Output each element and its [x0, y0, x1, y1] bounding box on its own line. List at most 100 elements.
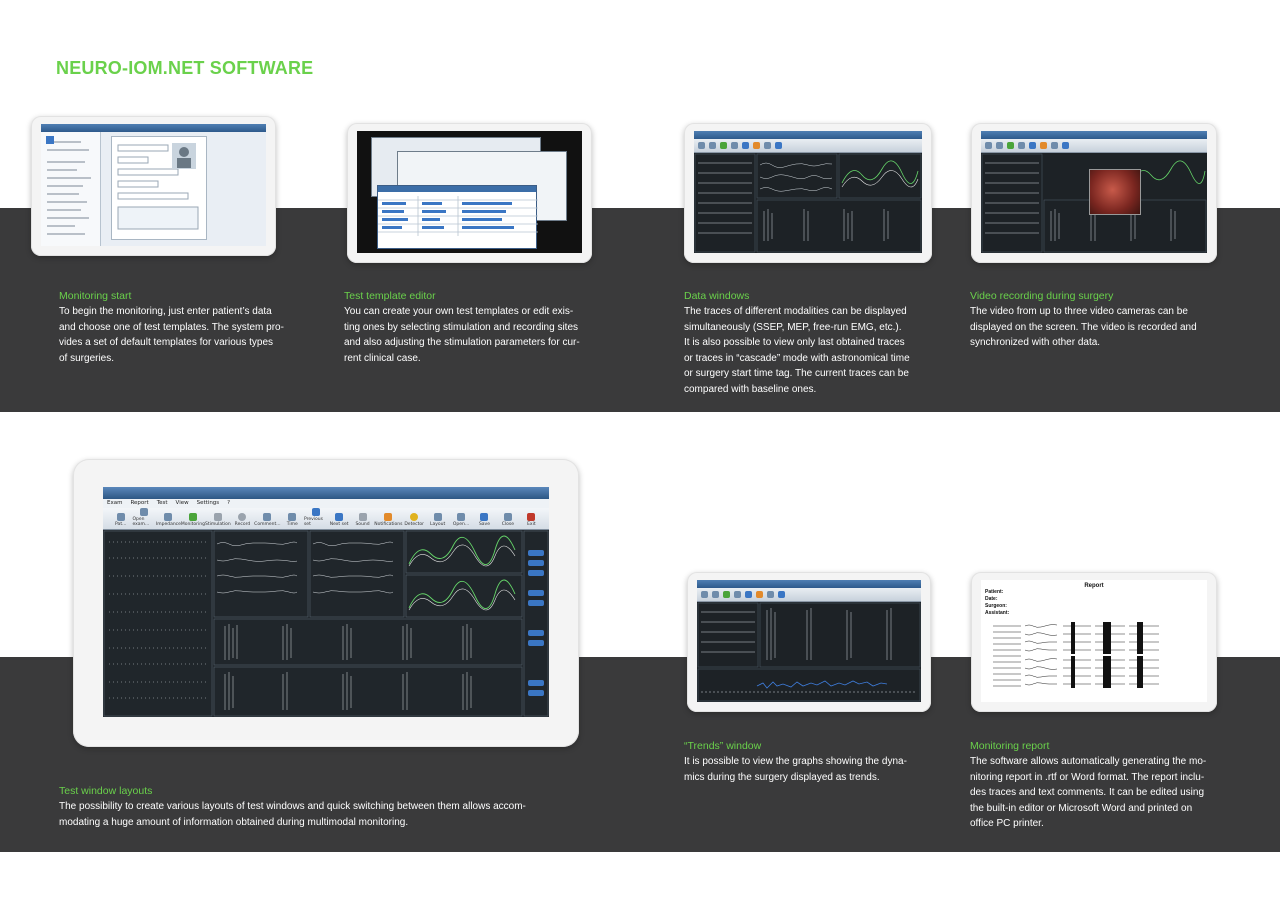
- toolbar-stimulation-button[interactable]: Stimulation: [205, 513, 231, 529]
- dialog-title-bar: [378, 186, 536, 192]
- arrow-icon[interactable]: [742, 142, 749, 149]
- tablet-trends[interactable]: [687, 572, 931, 712]
- caption-heading: “Trends” window: [684, 740, 762, 752]
- menu-help[interactable]: ?: [227, 500, 231, 506]
- menu-exam[interactable]: Exam: [107, 500, 123, 506]
- arrow-icon[interactable]: [745, 591, 752, 598]
- report-field-assistant: Assistant:: [985, 610, 1010, 616]
- caption-line: nitoring report in .rtf or Word format. …: [970, 771, 1205, 783]
- bell-icon[interactable]: [1040, 142, 1047, 149]
- patient-icon[interactable]: [985, 142, 992, 149]
- arrow-down-icon: [335, 513, 344, 521]
- toolbar-layout-button[interactable]: Layout: [426, 513, 449, 529]
- toolbar-label: Open...: [452, 522, 470, 527]
- toolbar-patient-button[interactable]: Pat...: [109, 513, 132, 529]
- caption-heading: Test template editor: [344, 290, 436, 302]
- toolbar-comment-button[interactable]: Comment...: [254, 513, 281, 529]
- template-list-panel: [41, 132, 101, 246]
- caption-line: office PC printer.: [970, 818, 1044, 829]
- patient-icon[interactable]: [698, 142, 705, 149]
- patient-icon[interactable]: [701, 591, 708, 598]
- save-icon[interactable]: [1062, 142, 1069, 149]
- toolbar-monitoring-button[interactable]: Monitoring: [181, 513, 205, 529]
- play-icon[interactable]: [723, 591, 730, 598]
- speaker-icon: [358, 513, 367, 521]
- stop-icon[interactable]: [731, 142, 738, 149]
- tablet-monitoring-start[interactable]: [31, 116, 276, 256]
- layout-icon[interactable]: [1051, 142, 1058, 149]
- caption-video-recording: Video recording during surgery The video…: [970, 290, 1220, 351]
- stimulation-sites-dialog[interactable]: [377, 185, 538, 249]
- toolbar-previous-set-button[interactable]: Previous set: [304, 508, 327, 529]
- video-frame-icon[interactable]: [1089, 169, 1141, 215]
- data-windows-screen: [694, 131, 922, 253]
- stop-icon[interactable]: [1018, 142, 1025, 149]
- toolbar-impedance-button[interactable]: Impedance: [156, 513, 181, 529]
- close-icon: [503, 513, 512, 521]
- report-field-patient: Patient:: [985, 589, 1004, 595]
- menu-test[interactable]: Test: [156, 500, 168, 506]
- open-icon[interactable]: [712, 591, 719, 598]
- toolbar-next-set-button[interactable]: Next set: [327, 513, 350, 529]
- detector-icon: [410, 513, 419, 521]
- save-icon[interactable]: [778, 591, 785, 598]
- video-recording-screen: [981, 131, 1207, 253]
- trends-screen: [697, 580, 921, 702]
- bell-icon[interactable]: [756, 591, 763, 598]
- caption-line: simultaneously (SSEP, MEP, free-run EMG,…: [684, 321, 902, 333]
- patient-data-dialog[interactable]: [111, 136, 207, 240]
- menu-settings[interactable]: Settings: [196, 500, 220, 506]
- toolbar-open-button[interactable]: Open...: [449, 513, 472, 529]
- toolbar-label: Open exam...: [132, 517, 150, 527]
- tablet-test-window-layouts[interactable]: Exam Report Test View Settings ? Pat... …: [73, 459, 579, 747]
- layout-icon[interactable]: [767, 591, 774, 598]
- toolbar-label: Sound: [355, 522, 370, 527]
- toolbar-detector-button[interactable]: Detector: [402, 513, 425, 529]
- toolbar-notifications-button[interactable]: Notifications: [374, 513, 402, 529]
- caption-line: and also adjusting the stimulation param…: [344, 337, 580, 348]
- caption-line: mics during the surgery displayed as tre…: [684, 771, 880, 783]
- template-editor-screen: [357, 131, 582, 253]
- open-icon[interactable]: [996, 142, 1003, 149]
- app-menu-bar: Exam Report Test View Settings ?: [103, 499, 549, 508]
- play-icon[interactable]: [1007, 142, 1014, 149]
- caption-line: or surgery start time tag. The current t…: [684, 368, 909, 379]
- toolbar-record-button[interactable]: Record: [231, 513, 254, 529]
- bell-icon[interactable]: [753, 142, 760, 149]
- tablet-data-windows[interactable]: [684, 123, 932, 263]
- report-screen: Report Patient: Date: Surgeon: Assistant…: [981, 580, 1207, 702]
- toolbar-close-button[interactable]: Close: [496, 513, 519, 529]
- toolbar-label: Exit: [527, 522, 536, 527]
- toolbar-label: Record: [234, 522, 251, 527]
- patient-form-fields: [117, 143, 199, 230]
- menu-report[interactable]: Report: [130, 500, 149, 506]
- play-icon[interactable]: [720, 142, 727, 149]
- trace-windows-area: [694, 153, 922, 253]
- toolbar-open-exam-button[interactable]: Open exam...: [132, 508, 155, 529]
- caption-line: compared with baseline ones.: [684, 383, 817, 395]
- tablet-monitoring-report[interactable]: Report Patient: Date: Surgeon: Assistant…: [971, 572, 1217, 712]
- clock-icon: [288, 513, 297, 521]
- layout-icon[interactable]: [764, 142, 771, 149]
- toolbar-label: Impedance: [155, 522, 181, 527]
- caption-line: displayed on the screen. The video is re…: [970, 321, 1197, 333]
- toolbar-label: Layout: [429, 522, 446, 527]
- tablet-template-editor[interactable]: [347, 123, 592, 263]
- save-icon[interactable]: [775, 142, 782, 149]
- caption-line: the built-in editor or Microsoft Word an…: [970, 802, 1193, 814]
- caption-line: The software allows automatically genera…: [970, 756, 1207, 767]
- arrow-down-icon: [311, 508, 320, 516]
- toolbar-exit-button[interactable]: Exit: [520, 513, 543, 529]
- caption-trends: “Trends” window It is possible to view t…: [684, 740, 934, 785]
- stimulation-icon: [213, 513, 222, 521]
- tablet-video-recording[interactable]: [971, 123, 1217, 263]
- toolbar-sound-button[interactable]: Sound: [351, 513, 374, 529]
- caption-line: vides a set of default templates for var…: [59, 337, 273, 348]
- stop-icon[interactable]: [734, 591, 741, 598]
- toolbar-time-button[interactable]: Time: [281, 513, 304, 529]
- arrow-icon[interactable]: [1029, 142, 1036, 149]
- menu-view[interactable]: View: [175, 500, 189, 506]
- toolbar-save-button[interactable]: Save: [473, 513, 496, 529]
- trends-plots: [697, 602, 921, 702]
- open-icon[interactable]: [709, 142, 716, 149]
